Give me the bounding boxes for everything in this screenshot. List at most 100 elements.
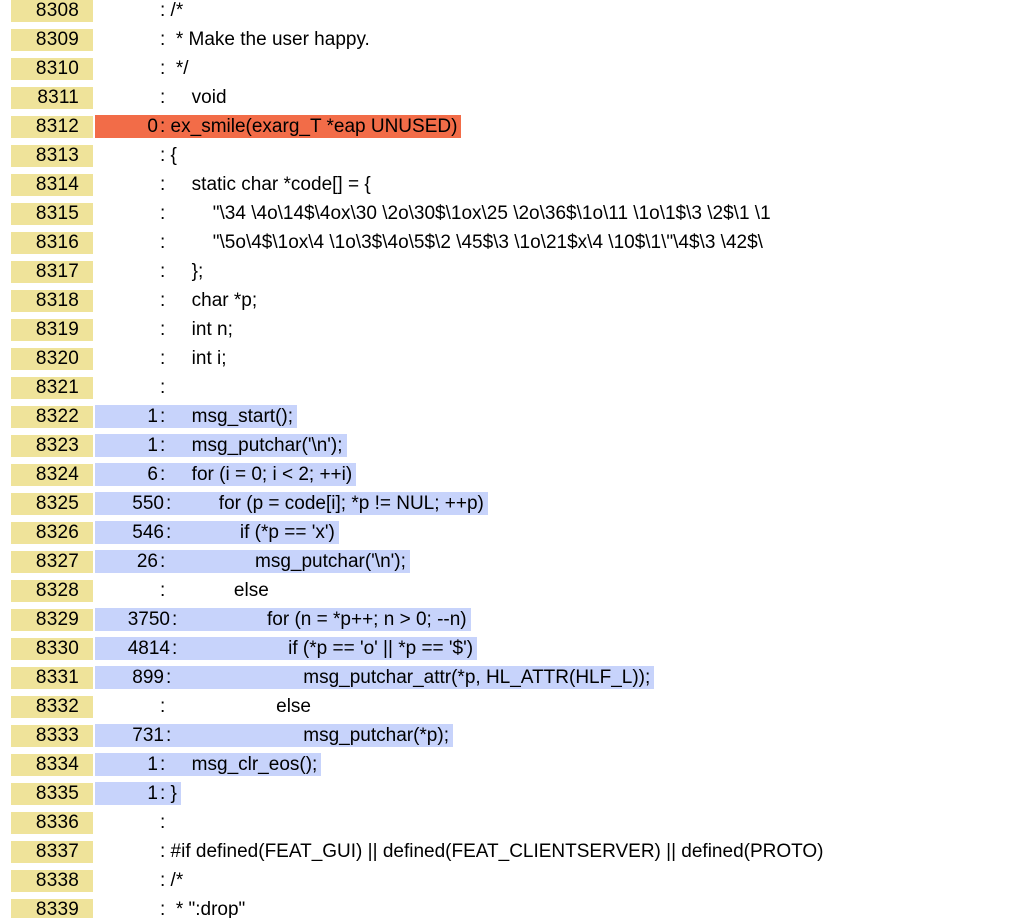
execution-count: 546: [132, 522, 164, 543]
source-code: : * ":drop": [160, 899, 246, 918]
line-number[interactable]: 8324: [11, 464, 93, 486]
line-body: : {: [95, 144, 181, 167]
source-code: : for (p = code[i]; *p != NUL; ++p): [166, 493, 484, 514]
execution-count: 4814: [127, 638, 170, 659]
covered-line: 546: if (*p == 'x'): [95, 521, 339, 544]
line-body: : * ":drop": [95, 898, 249, 918]
line-number[interactable]: 8328: [11, 580, 93, 602]
source-code: :: [160, 377, 166, 398]
line-number[interactable]: 8327: [11, 551, 93, 573]
line-number[interactable]: 8313: [11, 145, 93, 167]
covered-line: 3750: for (n = *p++; n > 0; --n): [95, 608, 471, 631]
line-number[interactable]: 8320: [11, 348, 93, 370]
line-number[interactable]: 8338: [11, 870, 93, 892]
line-body: : /*: [95, 869, 187, 892]
line-number[interactable]: 8333: [11, 725, 93, 747]
line-number[interactable]: 8317: [11, 261, 93, 283]
source-code: : msg_clr_eos();: [160, 754, 318, 775]
source-code: : /*: [160, 0, 184, 21]
source-line: 8335 1: }: [0, 781, 1024, 805]
line-body: : else: [95, 695, 315, 718]
line-number[interactable]: 8336: [11, 812, 93, 834]
source-code: : msg_start();: [160, 406, 294, 427]
execution-count: 899: [132, 667, 164, 688]
source-code: : {: [160, 145, 177, 166]
covered-line: 26: msg_putchar('\n');: [95, 550, 410, 573]
line-body: : "\5o\4$\1ox\4 \1o\3$\4o\5$\2 \45$\3 \1…: [95, 231, 767, 254]
line-body: : int n;: [95, 318, 237, 341]
source-code: : "\34 \4o\14$\4ox\30 \2o\30$\1ox\25 \2o…: [160, 203, 771, 224]
line-number[interactable]: 8309: [11, 29, 93, 51]
line-number[interactable]: 8318: [11, 290, 93, 312]
line-body: : /*: [95, 0, 187, 22]
line-body: : static char *code[] = {: [95, 173, 375, 196]
source-line: 8339 : * ":drop": [0, 897, 1024, 918]
line-number[interactable]: 8335: [11, 783, 93, 805]
source-line: 8320: int i;: [0, 346, 1024, 370]
line-number[interactable]: 8325: [11, 493, 93, 515]
line-number[interactable]: 8315: [11, 203, 93, 225]
line-number[interactable]: 8308: [11, 0, 93, 22]
source-code: : int n;: [160, 319, 233, 340]
source-line: 8314: static char *code[] = {: [0, 172, 1024, 196]
execution-count: 3750: [127, 609, 170, 630]
source-code: : };: [160, 261, 204, 282]
source-line: 8337 : #if defined(FEAT_GUI) || defined(F…: [0, 839, 1024, 863]
source-code: : "\5o\4$\1ox\4 \1o\3$\4o\5$\2 \45$\3 \1…: [160, 232, 763, 253]
line-number[interactable]: 8311: [11, 87, 93, 109]
source-line: 8308 : /*: [0, 0, 1024, 22]
line-number[interactable]: 8337: [11, 841, 93, 863]
covered-line: 1: msg_putchar('\n');: [95, 434, 347, 457]
line-number[interactable]: 8322: [11, 406, 93, 428]
covered-line: 731: msg_putchar(*p);: [95, 724, 453, 747]
execution-count: 1: [147, 783, 158, 804]
source-code: : void: [160, 87, 227, 108]
source-line: 8317 : };: [0, 259, 1024, 283]
line-body: : void: [95, 86, 231, 109]
source-code: : */: [160, 58, 189, 79]
covered-line: 1: msg_start();: [95, 405, 298, 428]
source-line: 8328 : else: [0, 578, 1024, 602]
line-body: : else: [95, 579, 273, 602]
source-code: : }: [160, 783, 177, 804]
source-code: : for (n = *p++; n > 0; --n): [172, 609, 467, 630]
source-line: 8309: * Make the user happy.: [0, 27, 1024, 51]
line-body: : * Make the user happy.: [95, 28, 374, 51]
line-number[interactable]: 8314: [11, 174, 93, 196]
source-line: 8315 : "\34 \4o\14$\4ox\30 \2o\30$\1ox\25…: [0, 201, 1024, 225]
line-number[interactable]: 8329: [11, 609, 93, 631]
execution-count: 26: [136, 551, 158, 572]
source-code: : msg_putchar_attr(*p, HL_ATTR(HLF_L));: [166, 667, 651, 688]
line-number[interactable]: 8330: [11, 638, 93, 660]
execution-count: 731: [132, 725, 164, 746]
source-code: : #if defined(FEAT_GUI) || defined(FEAT_…: [160, 841, 824, 862]
line-number[interactable]: 8332: [11, 696, 93, 718]
source-line: 8311 : void: [0, 85, 1024, 109]
covered-line: 899: msg_putchar_attr(*p, HL_ATTR(HLF_L)…: [95, 666, 655, 689]
source-line: 8313 : {: [0, 143, 1024, 167]
source-line: 8325 550: for (p = code[i]; *p != NUL; ++…: [0, 491, 1024, 515]
uncovered-line: 0: ex_smile(exarg_T *eap UNUSED): [95, 115, 462, 138]
line-number[interactable]: 8323: [11, 435, 93, 457]
line-number[interactable]: 8334: [11, 754, 93, 776]
source-code: : else: [160, 580, 269, 601]
line-number[interactable]: 8339: [11, 899, 93, 918]
execution-count: 1: [147, 754, 158, 775]
line-number[interactable]: 8312: [11, 116, 93, 138]
line-body: : #if defined(FEAT_GUI) || defined(FEAT_…: [95, 840, 828, 863]
source-line: 8319 : int n;: [0, 317, 1024, 341]
line-body: : */: [95, 57, 193, 80]
source-code: : msg_putchar('\n');: [160, 551, 406, 572]
line-number[interactable]: 8321: [11, 377, 93, 399]
line-number[interactable]: 8319: [11, 319, 93, 341]
execution-count: 550: [132, 493, 164, 514]
line-body: : char *p;: [95, 289, 261, 312]
source-line: 8334 1: msg_clr_eos();: [0, 752, 1024, 776]
line-number[interactable]: 8326: [11, 522, 93, 544]
source-code: : ex_smile(exarg_T *eap UNUSED): [160, 116, 458, 137]
line-number[interactable]: 8310: [11, 58, 93, 80]
line-body: : "\34 \4o\14$\4ox\30 \2o\30$\1ox\25 \2o…: [95, 202, 775, 225]
line-number[interactable]: 8331: [11, 667, 93, 689]
line-number[interactable]: 8316: [11, 232, 93, 254]
